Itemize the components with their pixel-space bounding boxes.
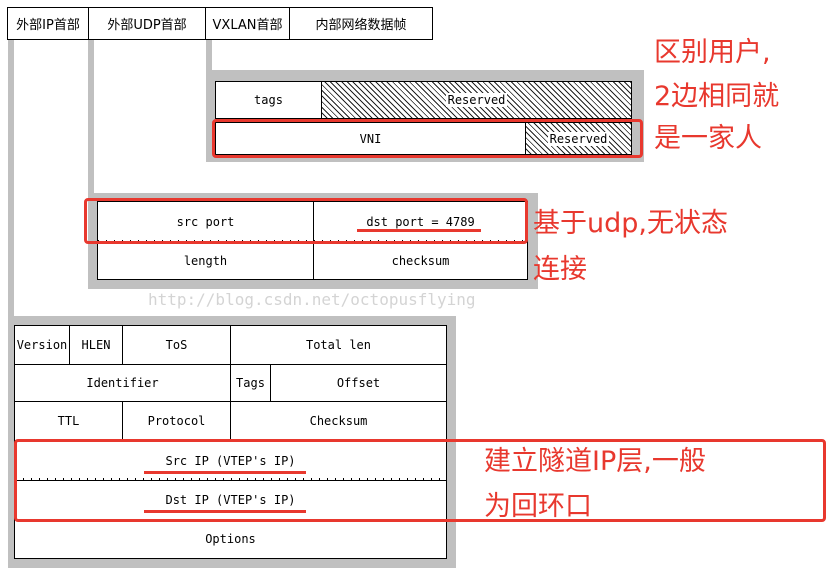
ip-options: Options: [14, 519, 447, 559]
dst-port-underline: [357, 229, 481, 232]
vni-annotation-line-2: 2边相同就: [654, 81, 780, 112]
ip-annotation-line-2: 为回环口: [484, 491, 592, 522]
vni-highlight-box: [212, 119, 643, 158]
udp-dst-port: dst port = 4789: [313, 201, 528, 243]
udp-annotation-line-1: 基于udp,无状态: [533, 208, 728, 239]
header-outer-udp: 外部UDP首部: [88, 7, 206, 40]
vxlan-tags: tags: [215, 81, 322, 119]
vxlan-reserved-2-label: Reserved: [547, 131, 610, 146]
connector-udp: [88, 40, 94, 195]
ip-offset: Offset: [270, 364, 447, 402]
watermark: http://blog.csdn.net/octopusflying: [148, 290, 476, 309]
connector-ip: [8, 40, 14, 320]
ip-protocol: Protocol: [122, 401, 231, 441]
ip-tags: Tags: [230, 364, 271, 402]
vxlan-vni: VNI: [215, 122, 526, 155]
ip-total-len: Total len: [230, 325, 447, 365]
connector-vxlan: [206, 40, 212, 76]
header-outer-ip: 外部IP首部: [7, 7, 89, 40]
vxlan-reserved-2: Reserved: [525, 122, 632, 155]
ip-address-highlight-box: [14, 439, 826, 522]
udp-src-port: src port: [97, 201, 314, 243]
udp-length: length: [97, 242, 314, 280]
udp-annotation-line-2: 连接: [533, 254, 587, 285]
vni-annotation-line-3: 是一家人: [654, 123, 762, 154]
vni-annotation-line-1: 区别用户,: [654, 37, 771, 68]
vxlan-reserved-1: Reserved: [321, 81, 632, 119]
ip-src-ip: Src IP (VTEP's IP): [14, 440, 447, 481]
ip-checksum: Checksum: [230, 401, 447, 441]
src-ip-underline: [144, 471, 306, 474]
ip-identifier: Identifier: [14, 364, 231, 402]
dst-ip-underline: [144, 510, 306, 513]
ip-ttl: TTL: [14, 401, 123, 441]
ip-tos: ToS: [122, 325, 231, 365]
ip-version: Version: [14, 325, 70, 365]
ip-annotation-line-1: 建立隧道IP层,一般: [484, 446, 706, 477]
vxlan-reserved-1-label: Reserved: [445, 93, 508, 107]
ip-hlen: HLEN: [69, 325, 123, 365]
udp-checksum: checksum: [313, 242, 528, 280]
header-inner-frame: 内部网络数据帧: [289, 7, 433, 40]
header-vxlan: VXLAN首部: [205, 7, 290, 40]
udp-ports-highlight-box: [84, 198, 528, 244]
ip-dst-ip: Dst IP (VTEP's IP): [14, 480, 447, 520]
